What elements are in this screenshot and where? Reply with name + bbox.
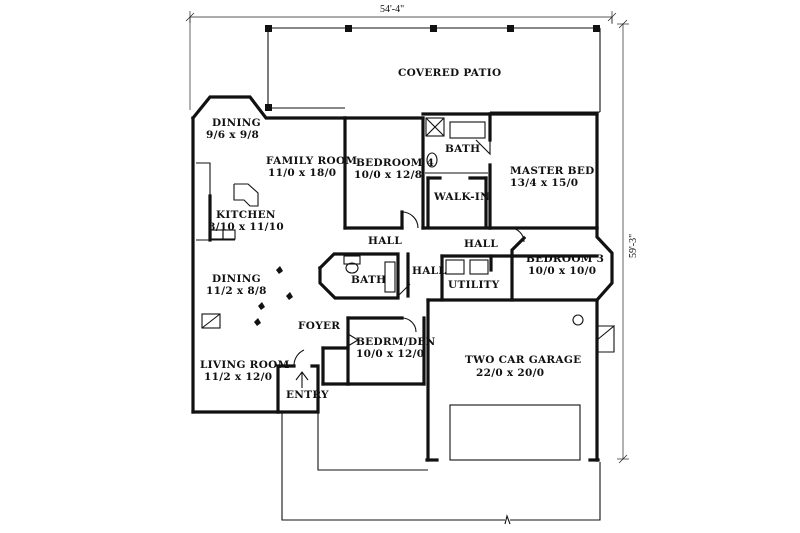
hall-right-name: HALL xyxy=(464,238,498,250)
dining-top-size: 9/6 x 9/8 xyxy=(206,129,259,141)
covered-patio-structure xyxy=(265,25,601,113)
bedroom-3-size: 10/0 x 10/0 xyxy=(528,265,596,277)
bedrm-den-size: 10/0 x 12/0 xyxy=(356,348,424,360)
two-car-garage-name: TWO CAR GARAGE xyxy=(465,354,581,366)
utility-name: UTILITY xyxy=(448,279,500,291)
bedroom-4-size: 10/0 x 12/8 xyxy=(354,169,422,181)
living-room-size: 11/2 x 12/0 xyxy=(204,371,272,383)
living-room-name: LIVING ROOM xyxy=(200,359,290,371)
bath-hall-name: BATH xyxy=(351,274,386,286)
exterior-walls xyxy=(190,95,614,462)
bedroom-3-name: BEDROOM 3 xyxy=(526,253,604,265)
family-room-name: FAMILY ROOM xyxy=(266,155,357,167)
dining-main-name: DINING xyxy=(212,273,261,285)
bath-master-name: BATH xyxy=(445,143,480,155)
kitchen-size: 8/10 x 11/10 xyxy=(208,221,284,233)
overall-depth-label: 59'-3" xyxy=(628,234,639,258)
dining-top-name: DINING xyxy=(212,117,261,129)
hall-left-name: HALL xyxy=(368,235,402,247)
bedroom-4-name: BEDROOM 4 xyxy=(356,157,434,169)
hall-center-name: HALL xyxy=(412,265,446,277)
room-labels: COVERED PATIO DINING 9/6 x 9/8 FAMILY RO… xyxy=(200,67,604,401)
bedrm-den-name: BEDRM/DEN xyxy=(356,336,436,348)
walk-in-name: WALK-IN xyxy=(433,191,490,203)
dimension-lines xyxy=(185,11,629,464)
kitchen-name: KITCHEN xyxy=(216,209,276,221)
covered-patio-name: COVERED PATIO xyxy=(398,67,501,79)
overall-width-label: 54'-4" xyxy=(380,4,404,15)
garage-details xyxy=(449,314,615,461)
interior-walls xyxy=(196,117,599,414)
foyer-name: FOYER xyxy=(298,320,340,332)
interior-columns xyxy=(254,266,293,326)
master-bed-name: MASTER BED xyxy=(510,165,595,177)
dining-main-size: 11/2 x 8/8 xyxy=(206,285,267,297)
two-car-garage-size: 22/0 x 20/0 xyxy=(476,367,544,379)
entry-name: ENTRY xyxy=(286,389,329,401)
master-bed-size: 13/4 x 15/0 xyxy=(510,177,578,189)
family-room-size: 11/0 x 18/0 xyxy=(268,167,336,179)
driveway xyxy=(281,412,601,525)
